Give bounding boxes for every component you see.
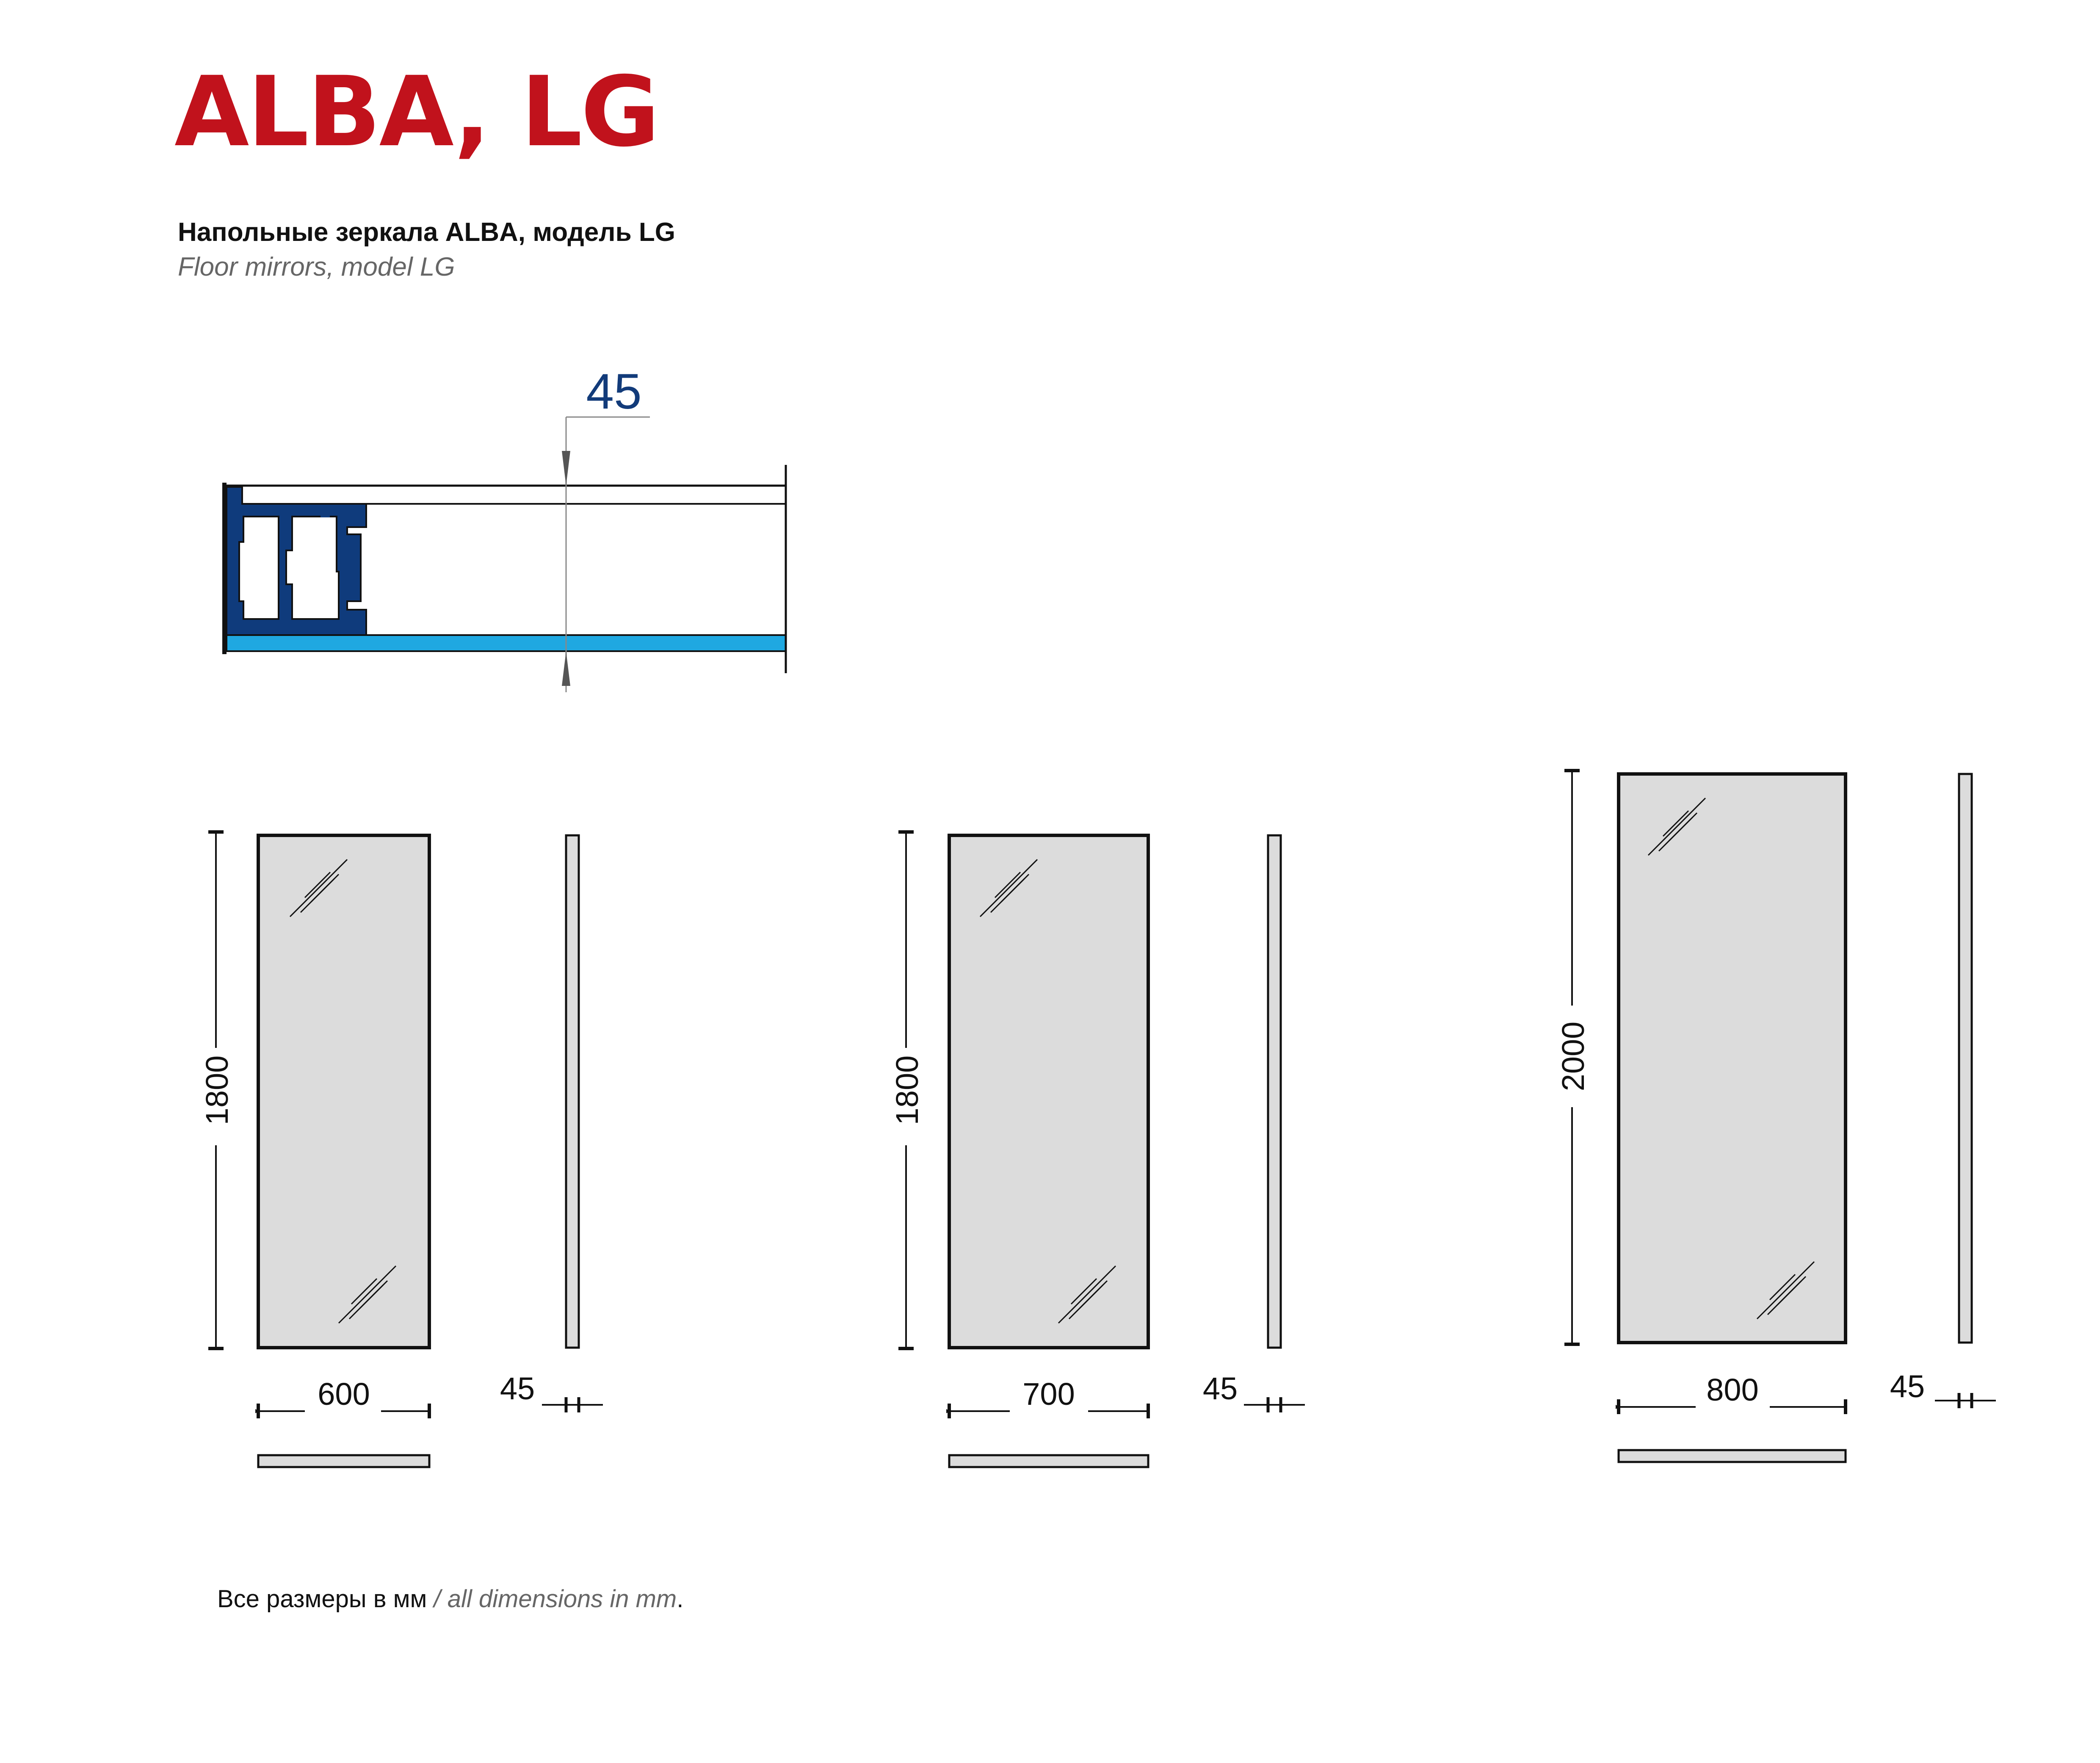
mirror-front (1617, 772, 1847, 1344)
brand-title: ALBA, LG (174, 55, 660, 168)
glass-reflection-icon (338, 1265, 397, 1324)
glass-reflection-icon (1058, 1265, 1116, 1324)
mirror-top-view (1617, 1449, 1847, 1463)
footer-note-en: all dimensions in mm (447, 1585, 677, 1613)
profile-notch (321, 511, 330, 517)
subtitle-russian: Напольные зеркала ALBA, модель LG (178, 218, 676, 247)
height-label: 1800 (890, 1056, 925, 1125)
glass-reflection-icon (289, 859, 348, 917)
glass-reflection-icon (1647, 797, 1706, 856)
profile-thickness-label: 45 (586, 364, 641, 420)
mirror-edge-strip (226, 634, 787, 652)
profile-cross-section: 45 (222, 364, 787, 692)
mirror-top-view (948, 1454, 1149, 1468)
header: ALBA, LG Напольные зеркала ALBA, модель … (0, 0, 2100, 322)
mirror-front (257, 834, 431, 1349)
mirror-600x1800: 1800 600 45 (199, 830, 603, 1468)
height-label: 2000 (1556, 1022, 1591, 1092)
width-label: 700 (1022, 1376, 1075, 1412)
width-label: 800 (1706, 1372, 1758, 1407)
mirror-front (948, 834, 1150, 1349)
profile-arrow-bottom (562, 651, 570, 686)
profile-arrow-top (562, 451, 570, 486)
profile-cavity-left (238, 516, 279, 620)
width-label: 600 (318, 1376, 370, 1412)
glass-reflection-icon (979, 859, 1038, 917)
footer-dimensions-note: Все размеры в мм / all dimensions in mm. (217, 1587, 683, 1611)
profile-cavity-right (285, 516, 340, 620)
footer-note-ru: Все размеры в мм (217, 1585, 427, 1613)
mirror-800x2000: 2000 800 45 (1556, 769, 1996, 1463)
mirror-side (1267, 834, 1282, 1349)
depth-label: 45 (1890, 1369, 1925, 1404)
depth-label: 45 (1203, 1371, 1238, 1406)
mirror-top-view (257, 1454, 431, 1468)
footer-note-end: . (677, 1585, 684, 1613)
depth-label: 45 (500, 1371, 535, 1406)
footer-note-separator: / (427, 1585, 448, 1613)
height-label: 1800 (199, 1056, 235, 1125)
glass-reflection-icon (1756, 1261, 1815, 1320)
mirror-side (1958, 773, 1973, 1344)
mirror-700x1800: 1800 700 45 (890, 830, 1305, 1468)
subtitle-english: Floor mirrors, model LG (178, 252, 455, 282)
mirror-side (565, 834, 580, 1349)
